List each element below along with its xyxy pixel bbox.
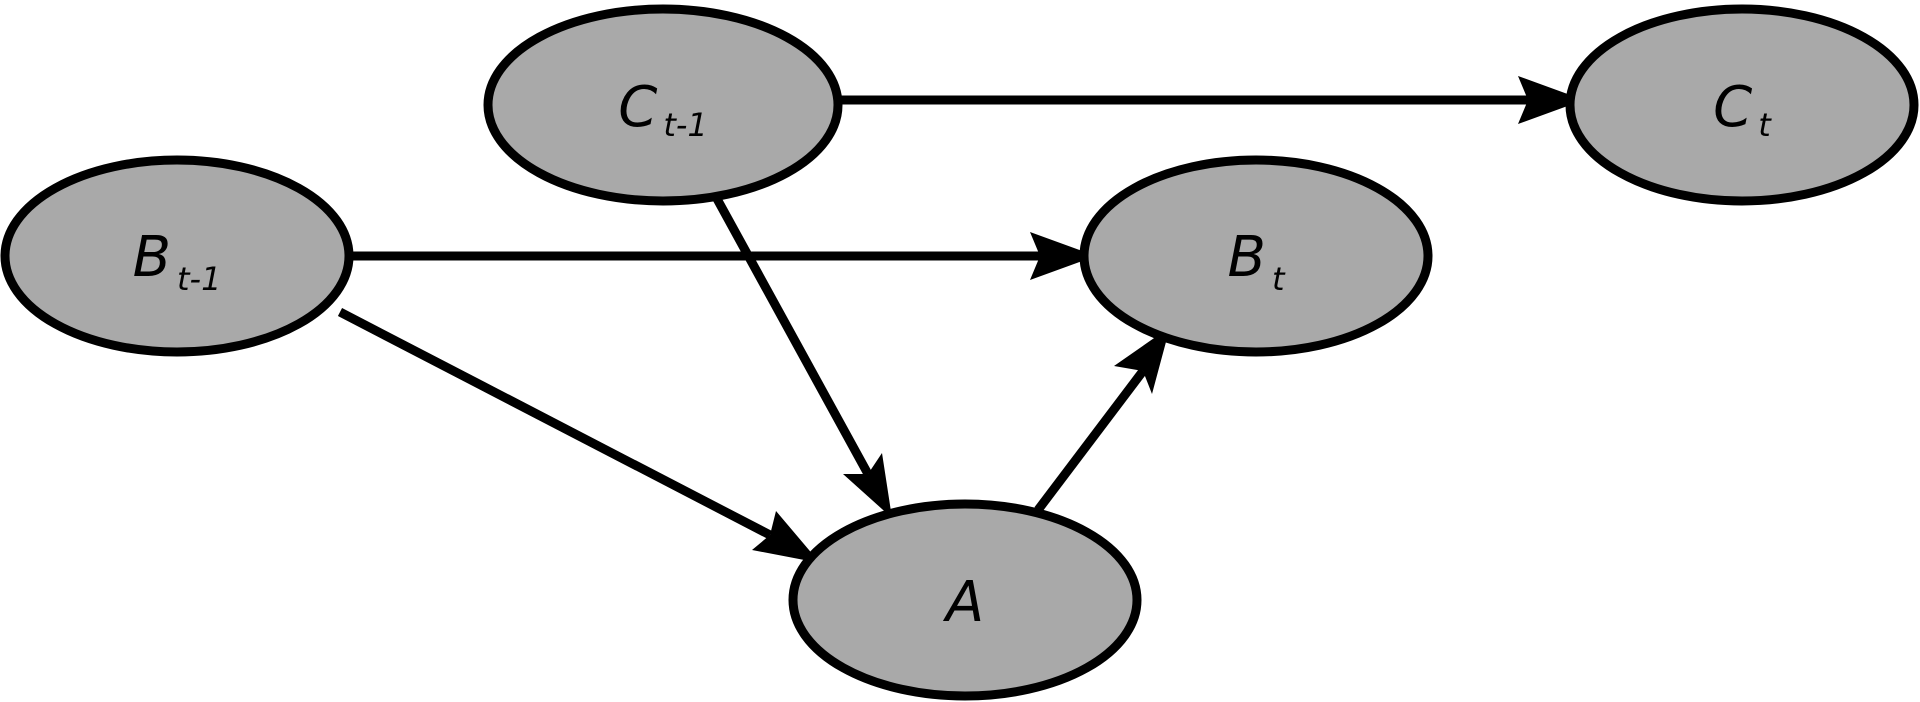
edge-b-prev-to-a: [337, 308, 820, 563]
node-b-prev-subscript: t-1: [177, 260, 221, 298]
svg-text:Bt: Bt: [1228, 225, 1286, 298]
edge-a-to-b-t: [1034, 327, 1170, 513]
svg-text:A: A: [943, 570, 984, 635]
arrowhead-a-from-c-prev: [843, 453, 892, 518]
node-c-prev-label: C: [618, 75, 657, 140]
node-c-t-label: C: [1713, 75, 1752, 140]
svg-text:Bt-1: Bt-1: [133, 225, 222, 298]
node-b-t-label: B: [1228, 225, 1266, 290]
node-c-prev-subscript: t-1: [663, 106, 707, 144]
edge-c-prev-to-a: [712, 194, 892, 518]
edge-c-prev-to-c-t: [840, 76, 1584, 124]
arrowhead-b-t: [1030, 232, 1096, 280]
node-c-t-subscript: t: [1758, 106, 1772, 144]
node-b-prev-label: B: [133, 225, 171, 290]
node-a-label: A: [943, 570, 984, 635]
node-a: A: [788, 499, 1142, 701]
node-b-t-subscript: t: [1272, 260, 1286, 298]
svg-text:Ct: Ct: [1713, 75, 1772, 144]
arrowhead-b-t-from-a: [1114, 327, 1170, 394]
edge-b-prev-to-b-t: [352, 232, 1096, 280]
arrowhead-c-t: [1518, 76, 1584, 124]
edges: [337, 76, 1584, 563]
svg-text:Ct-1: Ct-1: [618, 75, 708, 144]
arrowhead-a-from-b-prev: [752, 511, 820, 563]
